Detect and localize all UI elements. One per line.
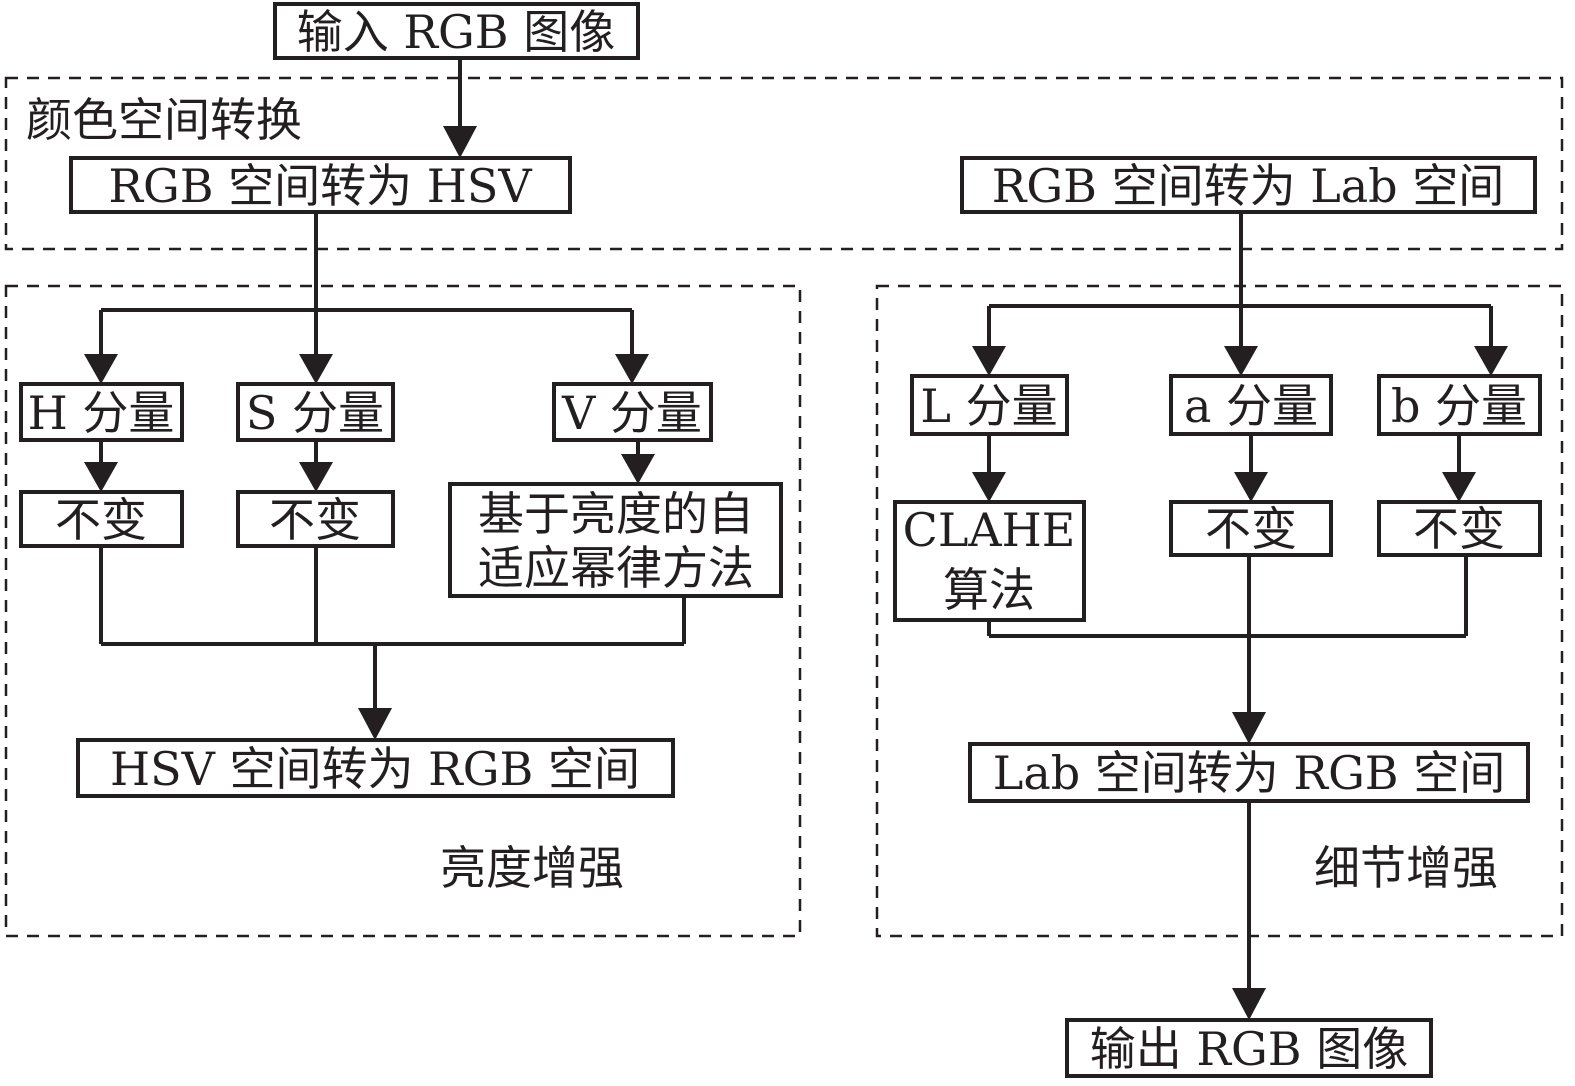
b-component-label: b 分量 [1391,379,1527,433]
s-unchanged-label: 不变 [269,493,361,547]
s-component-label: S 分量 [246,386,384,440]
lab-to-rgb-node [968,742,1530,803]
l-component-node [910,374,1069,436]
v-adaptive-power-law-label-line1: 基于亮度的自 [478,487,754,541]
group-label-detail: 细节增强 [1314,841,1498,895]
hsv-to-rgb-label: HSV 空间转为 RGB 空间 [110,742,640,796]
hsv-to-rgb-node [76,738,675,798]
clahe-label-line2: 算法 [943,563,1035,617]
color-conversion-group [4,76,1564,251]
output-label: 输出 RGB 图像 [1090,1022,1408,1076]
rgb-to-lab-label: RGB 空间转为 Lab 空间 [992,159,1504,213]
input-node [273,2,640,60]
h-component-node [19,382,184,442]
connectors [84,58,1508,1020]
clahe-label-line1: CLAHE [903,503,1076,557]
v-adaptive-power-law-label-line2: 适应幂律方法 [478,541,754,595]
group-label-brightness: 亮度增强 [440,841,624,895]
detail-group [875,284,1564,938]
clahe-node [893,500,1086,622]
rgb-to-lab-node [960,156,1537,214]
h-component-label: H 分量 [28,386,175,440]
input-label: 输入 RGB 图像 [297,5,615,59]
output-node [1065,1018,1433,1078]
h-unchanged-node [19,490,184,548]
v-component-label: V 分量 [561,386,702,440]
v-adaptive-power-law-node [448,482,783,598]
rgb-to-hsv-label: RGB 空间转为 HSV [108,159,532,213]
v-component-node [552,382,713,442]
b-component-node [1377,374,1542,436]
s-unchanged-node [236,490,395,548]
lab-to-rgb-label: Lab 空间转为 RGB 空间 [993,746,1505,800]
a-unchanged-label: 不变 [1205,502,1297,556]
group-label-color-conversion: 颜色空间转换 [26,93,302,147]
l-component-label: L 分量 [920,379,1057,433]
brightness-group [4,284,802,938]
h-unchanged-label: 不变 [55,493,147,547]
b-unchanged-node [1377,500,1542,557]
rgb-to-hsv-node [69,156,572,214]
a-component-label: a 分量 [1184,379,1318,433]
a-unchanged-node [1169,500,1333,557]
s-component-node [236,382,395,442]
a-component-node [1169,374,1333,436]
b-unchanged-label: 不变 [1413,502,1505,556]
